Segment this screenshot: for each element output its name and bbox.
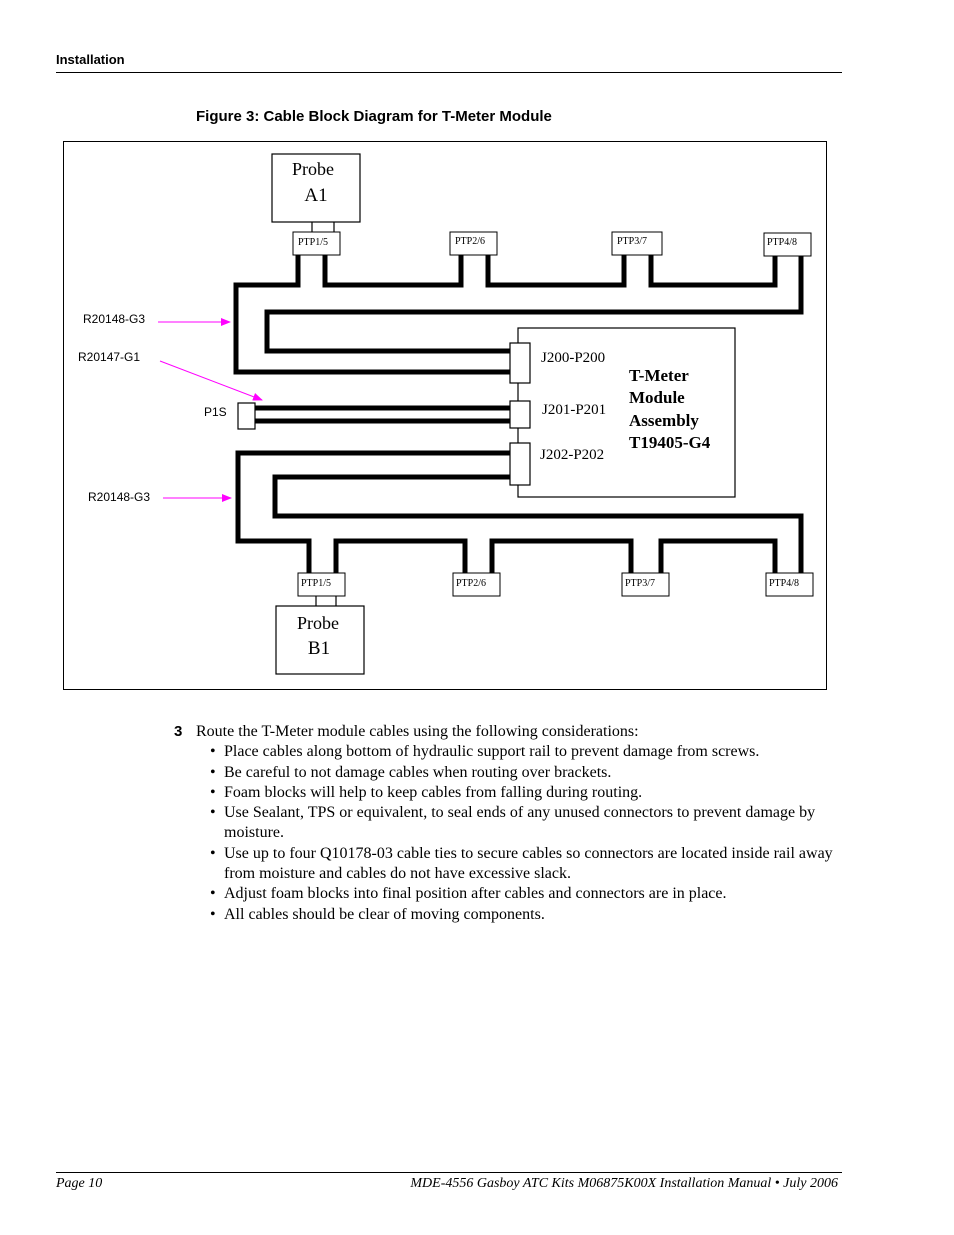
list-item: Adjust foam blocks into final position a… xyxy=(210,884,844,905)
list-item: All cables should be clear of moving com… xyxy=(210,905,844,926)
p1s-label: P1S xyxy=(204,405,227,419)
step-intro: Route the T-Meter module cables using th… xyxy=(196,723,639,740)
bottom-cable-ptp4-stub xyxy=(658,538,778,575)
bottom-cable-ptp2-loop xyxy=(333,538,468,575)
callout-middle-cable: R20147-G1 xyxy=(78,350,140,364)
top-cable-outer xyxy=(233,254,512,375)
top-ptp-1: PTP1/5 xyxy=(298,237,328,248)
callout-top-cable: R20148-G3 xyxy=(83,312,145,326)
top-cable-ptp3-loop xyxy=(485,254,627,288)
list-item: Be careful to not damage cables when rou… xyxy=(210,763,844,784)
connector-j201 xyxy=(509,400,531,429)
connector-j202 xyxy=(509,442,531,486)
probe-b1: Probe B1 xyxy=(275,596,365,675)
consideration-list: Place cables along bottom of hydraulic s… xyxy=(210,742,844,925)
list-item: Use Sealant, TPS or equivalent, to seal … xyxy=(210,803,844,844)
step-number: 3 xyxy=(174,723,183,740)
connector-j202-label: J202-P202 xyxy=(540,447,604,463)
t-meter-module: T-Meter Module Assembly T19405-G4 J200-P… xyxy=(509,327,736,498)
callout-bottom-cable: R20148-G3 xyxy=(88,490,150,504)
list-item: Place cables along bottom of hydraulic s… xyxy=(210,742,844,763)
document-title: MDE-4556 Gasboy ATC Kits M06875K00X Inst… xyxy=(410,1176,838,1191)
top-cable-ptp2-loop xyxy=(322,254,464,288)
list-item: Foam blocks will help to keep cables fro… xyxy=(210,783,844,804)
cable-block-diagram: Probe A1 PTP1/5 PTP2/6 PTP3/7 PTP4/8 T-M… xyxy=(63,141,827,690)
top-ptp-3: PTP3/7 xyxy=(617,236,647,247)
probe-a1-id: A1 xyxy=(304,185,327,206)
callout-middle-arrow xyxy=(159,360,263,401)
bottom-ptp-1: PTP1/5 xyxy=(301,578,331,589)
top-cable-ptp4-stub xyxy=(648,254,778,288)
connector-j200 xyxy=(509,342,531,384)
cable-runs xyxy=(233,254,804,575)
probe-b1-label: Probe xyxy=(297,613,339,633)
page-number: Page 10 xyxy=(56,1176,103,1191)
connector-j201-label: J201-P201 xyxy=(542,402,606,418)
module-line-4: T19405-G4 xyxy=(629,433,711,452)
header-rule xyxy=(56,72,842,73)
bottom-ptp-row: PTP1/5 PTP2/6 PTP3/7 PTP4/8 xyxy=(297,572,814,597)
footer-rule xyxy=(56,1172,842,1173)
list-item: Use up to four Q10178-03 cable ties to s… xyxy=(210,844,844,885)
bottom-cable-ptp3-loop xyxy=(489,538,634,575)
p1s-plug xyxy=(237,402,256,430)
section-title: Installation xyxy=(56,52,125,67)
top-ptp-4: PTP4/8 xyxy=(767,237,797,248)
figure-frame xyxy=(63,141,827,690)
probe-a1-label: Probe xyxy=(292,159,334,179)
probe-b1-id: B1 xyxy=(308,638,330,659)
bottom-ptp-3: PTP3/7 xyxy=(625,578,655,589)
top-ptp-row: PTP1/5 PTP2/6 PTP3/7 PTP4/8 xyxy=(292,231,812,257)
bottom-cable-outer xyxy=(235,450,512,575)
top-cable-inner xyxy=(264,254,804,354)
bottom-ptp-4: PTP4/8 xyxy=(769,578,799,589)
connector-j200-label: J200-P200 xyxy=(541,350,605,366)
module-line-2: Module xyxy=(629,388,685,407)
bottom-ptp-2: PTP2/6 xyxy=(456,578,486,589)
top-ptp-2: PTP2/6 xyxy=(455,236,485,247)
step-3: 3 Route the T-Meter module cables using … xyxy=(174,722,844,925)
probe-a1: Probe A1 xyxy=(271,153,361,232)
module-line-3: Assembly xyxy=(629,411,699,430)
module-line-1: T-Meter xyxy=(629,366,689,385)
figure-caption: Figure 3: Cable Block Diagram for T-Mete… xyxy=(196,108,552,125)
bottom-cable-inner xyxy=(272,474,804,575)
